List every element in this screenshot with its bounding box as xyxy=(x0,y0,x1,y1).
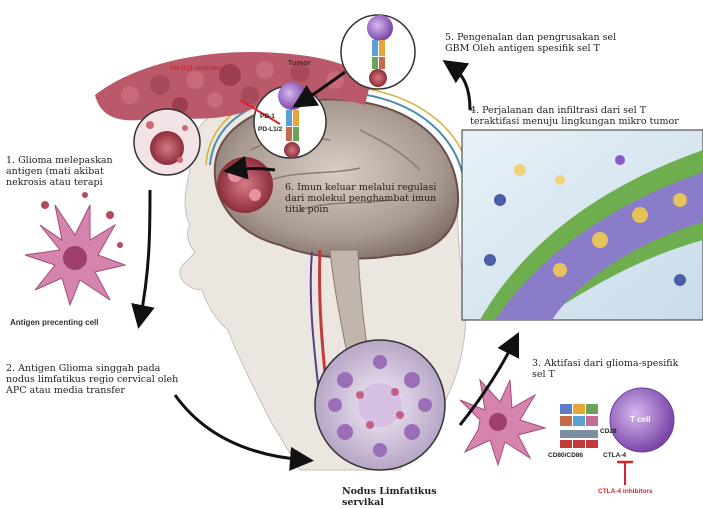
antigen-cell-label: Antigen precenting cell xyxy=(10,318,130,327)
lymph-node-label: Nodus Limfatikus servikal xyxy=(342,486,472,508)
step1-label: 1. Glioma melepaskan antigen (mati akiba… xyxy=(6,155,146,188)
pdl12-label: PD-L1/2 xyxy=(258,126,282,133)
ctla4-label: CTLA-4 xyxy=(603,452,626,459)
cd28-label: CD28 xyxy=(600,428,617,435)
arrow-icon xyxy=(140,190,150,320)
pdl1-inhibitors-label: PD-(L)1 inhibitors xyxy=(170,65,225,72)
step3-label: 3. Aktifasi dari glioma-spesifik sel T xyxy=(532,358,692,380)
vessel-tissue-inset xyxy=(462,130,703,320)
step2-label: 2. Antigen Glioma singgah pada nodus lim… xyxy=(6,363,181,396)
antigen-presenting-cell xyxy=(25,192,125,305)
arrow-icon xyxy=(450,65,470,110)
tcell-activation xyxy=(460,380,674,485)
step5-label: 5. Pengenalan dan pengrusakan sel GBM Ol… xyxy=(445,32,625,54)
gbm-destruction-inset xyxy=(341,15,415,89)
lymph-node-inset xyxy=(315,340,445,470)
arrow-icon xyxy=(232,169,275,171)
cd80-label: CD80/CD86 xyxy=(548,452,583,459)
ctla4-inhibitors-label: CTLA-4 inhibitors xyxy=(598,488,653,495)
step4-label: 4. Perjalanan dan infiltrasi dari sel T … xyxy=(470,105,695,127)
tumor-label: Tumor xyxy=(288,58,311,67)
tcell-label: T cell xyxy=(630,415,650,424)
pd1-label: PD-1 xyxy=(260,113,275,120)
step6-label: 6. Imun keluar melalui regulasi dari mol… xyxy=(285,182,455,215)
